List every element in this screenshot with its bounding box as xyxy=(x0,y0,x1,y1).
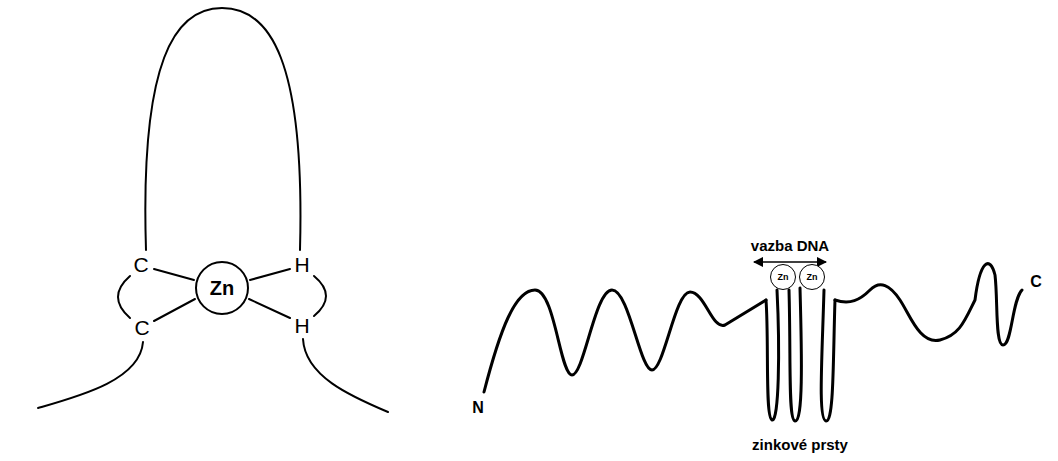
zinc-ion-circle: Zn xyxy=(799,264,825,290)
coordination-bond xyxy=(154,299,195,321)
bracket xyxy=(314,276,326,316)
finger-loop xyxy=(821,290,835,421)
finger-loop xyxy=(145,8,300,250)
bracket xyxy=(118,276,130,318)
chain xyxy=(303,339,388,412)
protein-chain xyxy=(484,264,1022,421)
finger-loop xyxy=(766,290,779,420)
zinc-ion-circle: Zn xyxy=(195,261,249,315)
zinc-ion-circle: Zn xyxy=(770,264,796,290)
chain xyxy=(835,264,1022,345)
chain xyxy=(484,290,766,392)
coordination-bond xyxy=(250,269,290,280)
region-label: vazba DNA xyxy=(751,238,829,253)
region-label: zinkové prsty xyxy=(752,437,848,452)
chain xyxy=(38,342,143,408)
span-arrow xyxy=(754,261,826,263)
coordination-bond xyxy=(249,299,290,318)
zinc-finger-detail xyxy=(38,8,388,412)
residue-letter: H xyxy=(294,254,309,275)
terminus-label: C xyxy=(1030,274,1042,290)
coordination-bond xyxy=(154,269,194,280)
element-symbol: Zn xyxy=(807,273,818,282)
terminus-label: N xyxy=(472,400,484,416)
residue-letter: C xyxy=(134,317,149,338)
finger-loop xyxy=(789,288,801,421)
element-symbol: Zn xyxy=(778,273,789,282)
element-symbol: Zn xyxy=(210,278,234,298)
residue-letter: C xyxy=(133,254,148,275)
residue-letter: H xyxy=(294,315,309,336)
